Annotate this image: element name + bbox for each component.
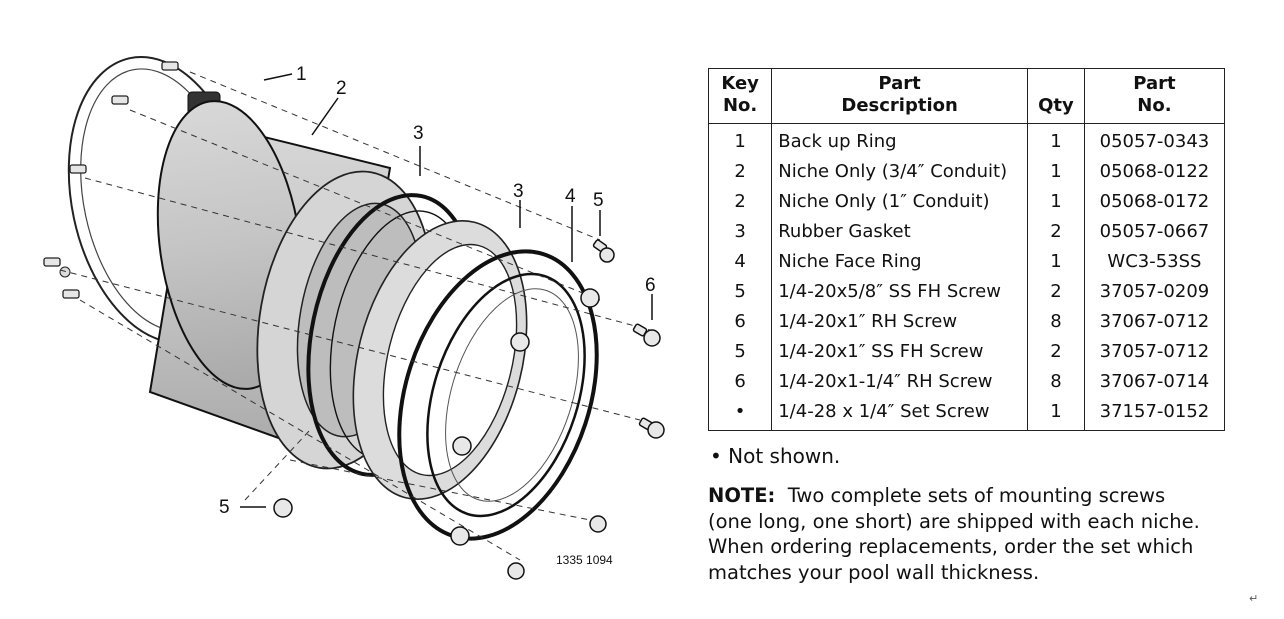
cell-part-no: 37057-0712	[1083, 337, 1225, 367]
screw-lower-a	[589, 515, 607, 533]
cell-qty: 8	[1026, 367, 1085, 397]
cell-key: 2	[734, 161, 746, 182]
callout-3a: 3	[413, 123, 424, 144]
cell-key: 5	[734, 341, 746, 362]
screw-ring-c	[452, 436, 472, 456]
callout-5-left: 5	[219, 497, 230, 518]
callout-2: 2	[336, 78, 347, 99]
cell-qty: 2	[1026, 337, 1085, 367]
cell-description: 1/4-20x1″ RH Screw	[771, 307, 1028, 337]
screw-5-top	[592, 239, 615, 263]
cell-key: 6	[734, 311, 746, 332]
cell-part-no: 05068-0122	[1083, 157, 1225, 187]
cell-key: 1	[734, 131, 746, 152]
cell-part-no: 05068-0172	[1083, 187, 1225, 217]
return-mark: ↵	[1249, 592, 1259, 605]
note-paragraph: NOTE: Two complete sets of mounting scre…	[708, 483, 1208, 585]
table-row: 5 1/4-20x1″ SS FH Screw 2 37057-0712	[709, 337, 1225, 367]
table-row: 3 Rubber Gasket 2 05057-0667	[709, 217, 1225, 247]
cell-part-no: 37067-0712	[1083, 307, 1225, 337]
screw-lower-b	[507, 562, 525, 580]
cell-part-no: 05057-0343	[1083, 123, 1225, 157]
cell-qty: 1	[1026, 123, 1085, 157]
callout-5-top: 5	[593, 190, 604, 211]
cell-description: 1/4-28 x 1/4″ Set Screw	[771, 397, 1028, 431]
table-row: 2 Niche Only (1″ Conduit) 1 05068-0172	[709, 187, 1225, 217]
cell-description: Back up Ring	[771, 123, 1028, 157]
note-text: Two complete sets of mounting screws (on…	[708, 484, 1200, 584]
cell-description: 1/4-20x1″ SS FH Screw	[771, 337, 1028, 367]
callout-6: 6	[645, 275, 656, 296]
cell-part-no: 37157-0152	[1083, 397, 1225, 431]
callout-1: 1	[296, 64, 307, 85]
exploded-view-diagram: 1 2 3 3 4 5 6 5 1335 1094	[43, 55, 665, 580]
table-row: 4 Niche Face Ring 1 WC3-53SS	[709, 247, 1225, 277]
footnote-not-shown: • Not shown.	[710, 444, 841, 468]
cell-description: Niche Face Ring	[771, 247, 1028, 277]
leader-lines	[240, 73, 653, 508]
cell-description: Rubber Gasket	[771, 217, 1028, 247]
callout-3b: 3	[513, 181, 524, 202]
screw-6-lower-right	[638, 417, 665, 439]
table-row: 6 1/4-20x1-1/4″ RH Screw 8 37067-0714	[709, 367, 1225, 397]
cell-qty: 8	[1026, 307, 1085, 337]
figure-number: 1335 1094	[556, 553, 613, 567]
cell-part-no: 05057-0667	[1083, 217, 1225, 247]
table-row: 6 1/4-20x1″ RH Screw 8 37067-0712	[709, 307, 1225, 337]
cell-key: •	[734, 401, 746, 422]
cell-qty: 1	[1026, 247, 1085, 277]
cell-description: 1/4-20x1-1/4″ RH Screw	[771, 367, 1028, 397]
cell-part-no: WC3-53SS	[1083, 247, 1225, 277]
cell-qty: 1	[1026, 157, 1085, 187]
cell-key: 4	[734, 251, 746, 272]
cell-key: 3	[734, 221, 746, 242]
cell-description: Niche Only (3/4″ Conduit)	[771, 157, 1028, 187]
note-label: NOTE:	[708, 484, 776, 507]
cell-key: 5	[734, 281, 746, 302]
cell-description: Niche Only (1″ Conduit)	[771, 187, 1028, 217]
cell-qty: 2	[1026, 217, 1085, 247]
screw-ring-d	[450, 526, 470, 546]
cell-qty: 1	[1026, 187, 1085, 217]
table-row: • 1/4-28 x 1/4″ Set Screw 1 37157-0152	[709, 397, 1225, 431]
cell-qty: 1	[1026, 397, 1085, 431]
table-row: 5 1/4-20x5/8″ SS FH Screw 2 37057-0209	[709, 277, 1225, 307]
screw-ring-b	[510, 332, 530, 352]
cell-part-no: 37067-0714	[1083, 367, 1225, 397]
screw-5-left	[273, 498, 293, 518]
screw-6-right	[632, 323, 661, 347]
table-row: 2 Niche Only (3/4″ Conduit) 1 05068-0122	[709, 157, 1225, 187]
header-qty: Qty	[1026, 68, 1085, 124]
cell-key: 6	[734, 371, 746, 392]
cell-key: 2	[734, 191, 746, 212]
alignment-lines	[59, 71, 651, 561]
table-row: 1 Back up Ring 1 05057-0343	[709, 123, 1225, 157]
cell-part-no: 37057-0209	[1083, 277, 1225, 307]
rubber-gasket-2	[352, 219, 528, 501]
cell-description: 1/4-20x5/8″ SS FH Screw	[771, 277, 1028, 307]
screws	[273, 239, 665, 580]
screw-ring-a	[580, 288, 600, 308]
cell-qty: 2	[1026, 277, 1085, 307]
callout-4: 4	[565, 186, 576, 207]
